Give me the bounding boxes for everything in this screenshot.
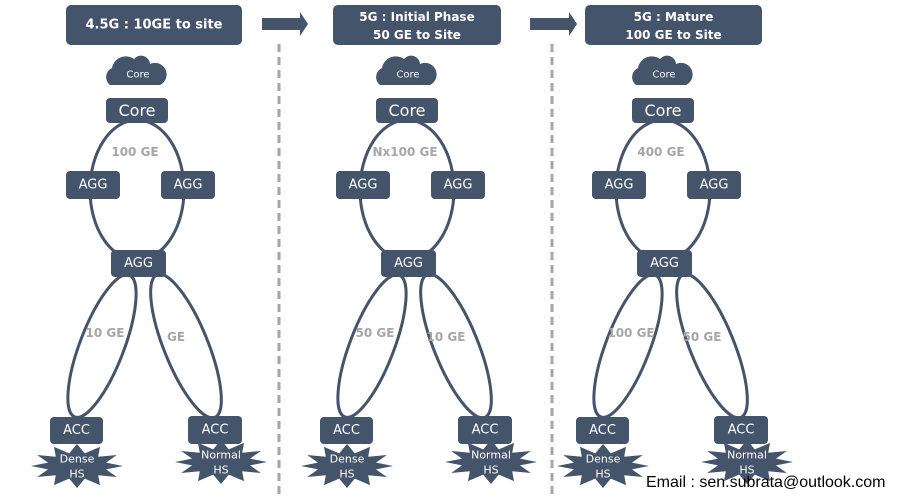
right-link-capacity: 10 GE	[427, 330, 466, 344]
left-access-ring	[66, 273, 138, 419]
acc-left-node-label: ACC	[589, 423, 616, 438]
left-access-ring	[336, 273, 408, 419]
agg-hub-node-label: AGG	[650, 256, 679, 271]
acc-left-node-label: ACC	[333, 423, 360, 438]
core-ring-capacity: Nx100 GE	[372, 145, 437, 159]
cloud-label: Core	[126, 70, 149, 81]
acc-left-node: ACC	[50, 417, 103, 444]
site-dense-hs-line1: Dense	[586, 453, 621, 466]
core-node: Core	[632, 98, 694, 123]
cloud-icon: Core	[632, 55, 693, 85]
agg-hub-node-label: AGG	[124, 256, 153, 271]
agg-left-node: AGG	[336, 171, 390, 199]
site-normal-hs-line2: HS	[213, 464, 228, 477]
starburst-icon	[301, 444, 393, 488]
left-link-capacity: 10 GE	[86, 326, 125, 340]
agg-right-node-label: AGG	[174, 178, 203, 193]
acc-left-node-label: ACC	[63, 423, 90, 438]
agg-hub-node-label: AGG	[394, 256, 423, 271]
arrow-right-icon	[530, 12, 577, 36]
starburst-icon	[445, 440, 537, 484]
site-normal-hs-line2: HS	[483, 464, 498, 477]
cloud-label: Core	[652, 70, 675, 81]
starburst-icon	[557, 444, 649, 488]
core-ring-capacity: 100 GE	[111, 145, 158, 159]
agg-hub-node: AGG	[111, 250, 166, 277]
cloud-icon: Core	[106, 55, 167, 85]
acc-left-node: ACC	[320, 417, 373, 444]
acc-right-node-label: ACC	[728, 423, 755, 438]
starburst-icon	[701, 440, 793, 484]
right-access-ring	[149, 272, 223, 420]
acc-right-node: ACC	[458, 416, 512, 444]
core-node-label: Core	[644, 101, 681, 120]
title-line2: 50 GE to Site	[373, 28, 461, 42]
title-line1: 5G : Initial Phase	[359, 10, 474, 24]
agg-hub-node: AGG	[637, 250, 692, 277]
site-normal-hs-line1: Normal	[727, 449, 767, 462]
agg-left-node: AGG	[592, 171, 646, 199]
arrow-right-icon	[262, 12, 308, 36]
core-node: Core	[376, 98, 438, 123]
acc-right-node: ACC	[188, 416, 242, 444]
agg-left-node-label: AGG	[79, 178, 108, 193]
core-node: Core	[106, 98, 168, 123]
acc-left-node: ACC	[576, 417, 629, 444]
footer-email: Email : sen.subrata@outlook.com	[646, 474, 886, 491]
site-dense-hs-line2: HS	[595, 468, 610, 481]
left-link-capacity: 50 GE	[356, 326, 395, 340]
title-line1: 5G : Mature	[634, 10, 714, 24]
right-link-capacity: 50 GE	[683, 330, 722, 344]
agg-right-node: AGG	[161, 171, 215, 199]
core-ring-capacity: 400 GE	[637, 145, 684, 159]
title-line2: 100 GE to Site	[625, 28, 721, 42]
starburst-icon	[31, 444, 123, 488]
panel-title: 4.5G : 10GE to site	[66, 5, 242, 45]
agg-left-node-label: AGG	[605, 178, 634, 193]
site-normal-hs-line1: Normal	[471, 449, 511, 462]
panel-2: 5G : Initial Phase 50 GE to SiteCoreNx100…	[301, 5, 537, 488]
core-node-label: Core	[118, 101, 155, 120]
right-access-ring	[675, 272, 749, 420]
agg-left-node: AGG	[66, 171, 120, 199]
site-dense-hs-line1: Dense	[60, 453, 95, 466]
agg-right-node: AGG	[431, 171, 485, 199]
title-line1: 4.5G : 10GE to site	[85, 18, 222, 33]
acc-right-node-label: ACC	[202, 423, 229, 438]
panel-title: 5G : Initial Phase 50 GE to Site	[333, 5, 501, 45]
agg-hub-node: AGG	[381, 250, 436, 277]
site-normal-hs-line2: HS	[739, 464, 754, 477]
acc-right-node-label: ACC	[472, 423, 499, 438]
site-dense-hs-line2: HS	[69, 468, 84, 481]
site-dense-hs-line1: Dense	[330, 453, 365, 466]
left-link-capacity: 100 GE	[607, 326, 654, 340]
site-dense-hs-line2: HS	[339, 468, 354, 481]
cloud-icon: Core	[376, 55, 437, 85]
site-normal-hs-line1: Normal	[201, 449, 241, 462]
agg-right-node: AGG	[687, 171, 741, 199]
core-node-label: Core	[388, 101, 425, 120]
right-access-ring	[419, 272, 493, 420]
starburst-icon	[175, 440, 267, 484]
acc-right-node: ACC	[714, 416, 768, 444]
right-link-capacity: GE	[167, 330, 185, 344]
panel-title: 5G : Mature 100 GE to Site	[585, 5, 762, 45]
agg-right-node-label: AGG	[444, 178, 473, 193]
cloud-label: Core	[396, 70, 419, 81]
left-access-ring	[592, 273, 664, 419]
agg-left-node-label: AGG	[349, 178, 378, 193]
agg-right-node-label: AGG	[700, 178, 729, 193]
